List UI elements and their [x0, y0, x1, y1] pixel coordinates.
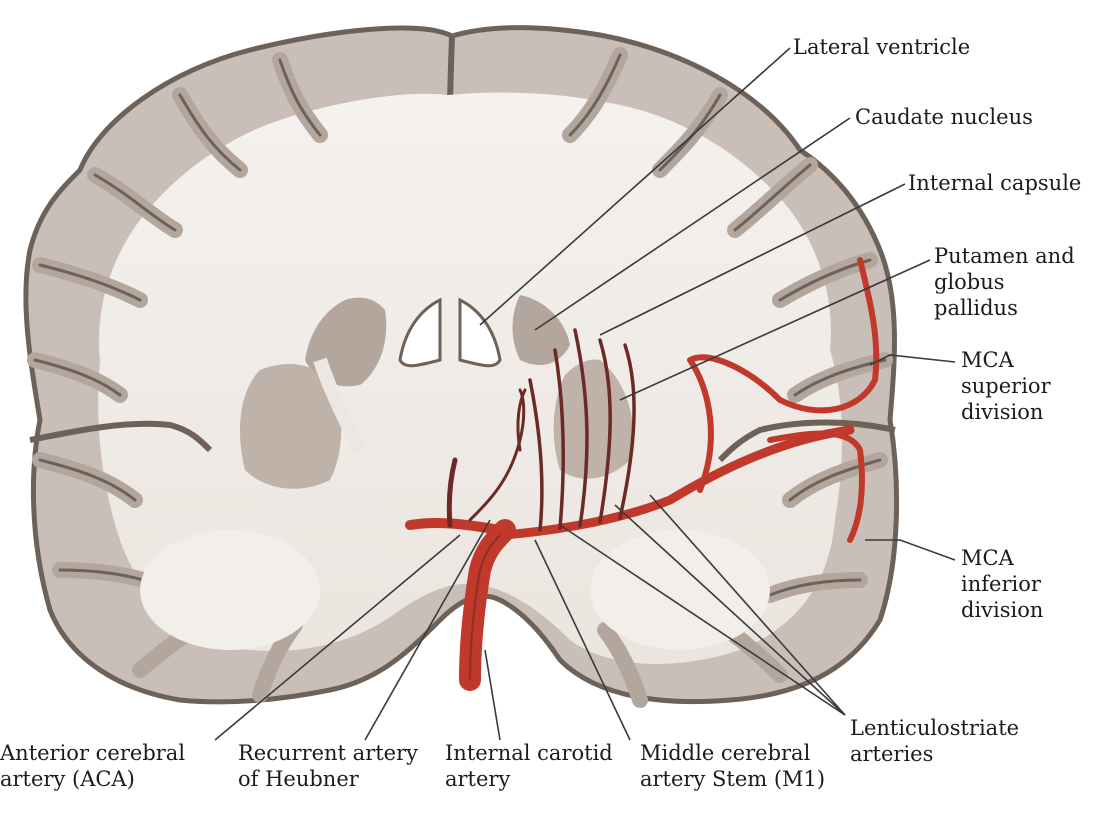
label-mca-superior-division: MCA superior division [961, 347, 1051, 425]
label-mca-inferior-line1: MCA [961, 546, 1014, 570]
label-internal-capsule-text: Internal capsule [908, 171, 1082, 195]
label-mca-superior-line2: superior [961, 374, 1051, 398]
label-middle-cerebral-artery-stem: Middle cerebral artery Stem (M1) [640, 740, 825, 792]
white-matter [98, 92, 842, 664]
mca-inferior-division-vessel [767, 430, 865, 543]
label-lateral-ventricle: Lateral ventricle [793, 34, 970, 60]
label-caudate-nucleus: Caudate nucleus [855, 104, 1033, 130]
label-lenticulostriate-line2: arteries [850, 742, 934, 766]
label-mca-superior-line3: division [961, 400, 1044, 424]
label-recurrent-artery-of-heubner: Recurrent artery of Heubner [238, 740, 418, 792]
label-anterior-cerebral-artery: Anterior cerebral artery (ACA) [0, 740, 185, 792]
label-m1-line2: artery Stem (M1) [640, 767, 826, 791]
label-mca-inferior-division: MCA inferior division [961, 545, 1043, 623]
label-mca-superior-line1: MCA [961, 348, 1014, 372]
label-internal-carotid-artery: Internal carotid artery [445, 740, 613, 792]
label-mca-inferior-line3: division [961, 598, 1044, 622]
label-putamen-line2: globus [934, 270, 1005, 294]
label-heubner-line1: Recurrent artery [238, 741, 418, 765]
label-aca-line2: artery (ACA) [0, 767, 135, 791]
label-lenticulostriate-arteries: Lenticulostriate arteries [850, 715, 1019, 767]
label-ica-line1: Internal carotid [445, 741, 613, 765]
right-lateral-ventricle [458, 297, 502, 368]
label-putamen-line3: pallidus [934, 296, 1018, 320]
label-m1-line1: Middle cerebral [640, 741, 811, 765]
label-caudate-nucleus-text: Caudate nucleus [855, 105, 1033, 129]
left-sylvian-fissure [29, 420, 213, 453]
left-internal-capsule [313, 357, 367, 454]
right-putamen [553, 359, 634, 479]
left-lateral-ventricle [398, 297, 442, 368]
arteries [405, 257, 880, 691]
label-mca-inferior-line2: inferior [961, 572, 1041, 596]
right-caudate-nucleus [512, 295, 570, 365]
leader-lines [214, 47, 956, 741]
label-ica-line2: artery [445, 767, 511, 791]
left-temporal-lobe [140, 530, 320, 650]
label-putamen-line1: Putamen and [934, 244, 1075, 268]
left-putamen [240, 364, 342, 489]
anterior-cerebral-artery-vessel [405, 517, 505, 535]
label-aca-line1: Anterior cerebral [0, 741, 186, 765]
right-temporal-lobe [590, 530, 770, 650]
label-lenticulostriate-line1: Lenticulostriate [850, 716, 1020, 740]
label-lateral-ventricle-text: Lateral ventricle [793, 35, 971, 59]
label-putamen-globus-pallidus: Putamen and globus pallidus [934, 243, 1075, 321]
label-internal-capsule: Internal capsule [908, 170, 1081, 196]
recurrent-artery-of-heubner-vessel [468, 388, 526, 522]
mca-superior-division-vessel [687, 257, 880, 493]
label-heubner-line2: of Heubner [238, 767, 359, 791]
right-sylvian-fissure [717, 419, 896, 463]
